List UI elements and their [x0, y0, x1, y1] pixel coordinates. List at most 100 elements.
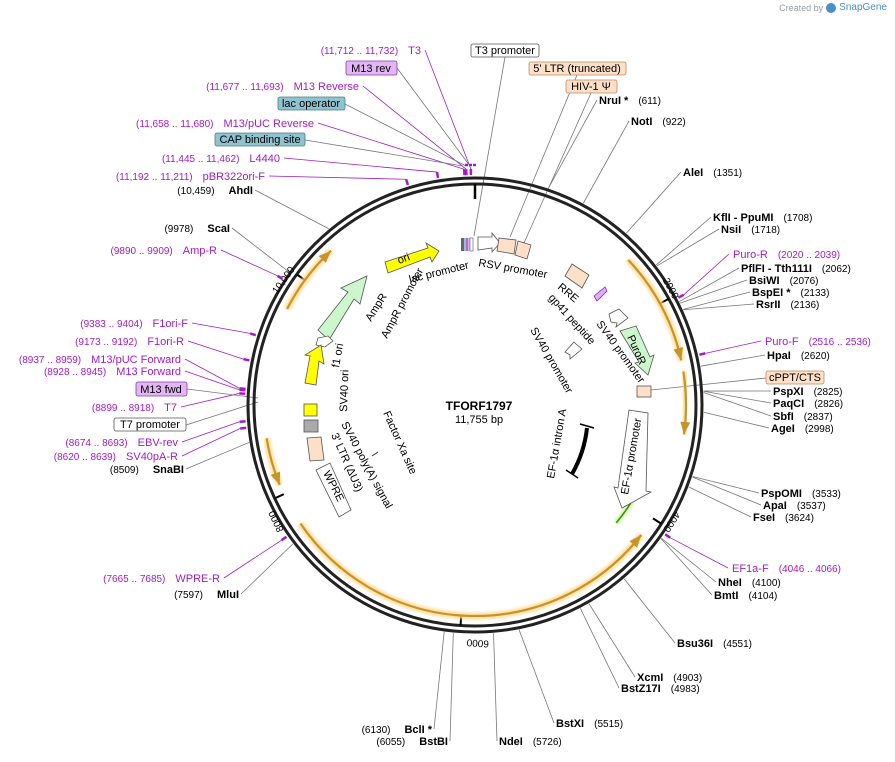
site-pspomi[interactable]: PspOMI(3533): [761, 488, 841, 500]
site-position: (1718): [751, 225, 780, 236]
gp41-feature[interactable]: [593, 286, 608, 302]
ampr-label: AmpR: [363, 291, 389, 323]
primer-name: Puro-F: [765, 336, 799, 348]
m13-fwd-label[interactable]: M13 fwd: [140, 384, 182, 396]
primer-leader-m13-puc-forward: [184, 358, 240, 389]
orf-arc-3[interactable]: [299, 522, 643, 618]
site-position: (3624): [785, 513, 814, 524]
primer-l4440[interactable]: (11,445 .. 11,462)L4440: [162, 153, 280, 165]
t3-promoter-label[interactable]: T3 promoter: [475, 45, 535, 57]
primer-name: T7: [164, 402, 177, 414]
primer-t7[interactable]: (8899 .. 8918)T7: [92, 402, 177, 414]
ltr5-feature[interactable]: [496, 237, 517, 255]
ampr-promoter-arrow[interactable]: [315, 335, 334, 348]
site-bstbi[interactable]: (6055)BstBI: [376, 736, 448, 748]
lac-promoter-feature[interactable]: [461, 237, 474, 252]
site-leader-sbfi: [703, 392, 772, 417]
site-leader-xcmi: [588, 603, 636, 678]
primer-puro-f[interactable]: Puro-F(2516 .. 2536): [765, 336, 871, 348]
site-bstz17i[interactable]: BstZ17I(4983): [621, 683, 700, 695]
primer-m13-puc-reverse[interactable]: (11,658 .. 11,680)M13/pUC Reverse: [136, 118, 314, 130]
primer-m13-puc-forward[interactable]: (8937 .. 8959)M13/pUC Forward: [19, 354, 181, 366]
site-snabi[interactable]: (8509)SnaBI: [110, 464, 184, 476]
site-bspei[interactable]: BspEI *(2133): [752, 287, 829, 299]
primer-amp-r[interactable]: (9890 .. 9909)Amp-R: [111, 245, 218, 257]
primer-name: EBV-rev: [138, 437, 179, 449]
primer-f1ori-r[interactable]: (9173 .. 9192)F1ori-R: [75, 336, 184, 348]
site-bstxi[interactable]: BstXI(5515): [556, 718, 623, 730]
f1-ori-feature[interactable]: f1 ori: [303, 342, 346, 386]
site-ahdi[interactable]: (10,459)AhdI: [177, 185, 253, 197]
site-xcmi[interactable]: XcmI(4903): [637, 672, 702, 684]
site-rsrii[interactable]: RsrII(2136): [756, 299, 819, 311]
site-sbfi[interactable]: SbfI(2837): [773, 411, 833, 423]
primer-name: SV40pA-R: [126, 451, 178, 463]
primer-leader-l4440: [283, 157, 438, 173]
sv40-ori-feature[interactable]: [303, 403, 318, 417]
site-noti[interactable]: NotI(922): [631, 116, 686, 128]
ef1a-intron-feature[interactable]: [570, 427, 589, 475]
site-nhei[interactable]: NheI(4100): [718, 577, 781, 589]
factor-xa-feature[interactable]: [371, 451, 379, 457]
sv40-polya-feature[interactable]: [303, 419, 319, 433]
site-bmti[interactable]: BmtI(4104): [714, 590, 777, 602]
rre-feature[interactable]: [564, 263, 590, 289]
primer-name: EF1a-F: [732, 563, 769, 575]
ltr3-feature[interactable]: [306, 436, 325, 462]
site-nsii[interactable]: NsiI(1718): [721, 224, 780, 236]
primer-leader-amp-r: [220, 249, 278, 277]
site-scai[interactable]: (9978)ScaI: [164, 223, 230, 235]
site-nrui[interactable]: NruI *(611): [599, 95, 661, 107]
primer-m13-forward[interactable]: (8928 .. 8945)M13 Forward: [44, 366, 181, 378]
primer-wpre-r[interactable]: (7665 .. 7685)WPRE-R: [103, 573, 220, 585]
primer-ef1a-f[interactable]: EF1a-F(4046 .. 4066): [732, 563, 841, 575]
site-paqci[interactable]: PaqCI(2826): [773, 398, 843, 410]
site-leader-rsrii: [683, 303, 755, 311]
site-agei[interactable]: AgeI(2998): [771, 423, 834, 435]
ltr5-label[interactable]: 5' LTR (truncated): [533, 63, 620, 75]
site-apai[interactable]: ApaI(3537): [763, 500, 826, 512]
primer-sv40pa-r[interactable]: (8620 .. 8639)SV40pA-R: [54, 451, 178, 463]
t7-promoter-label[interactable]: T7 promoter: [120, 419, 180, 431]
site-bsiwi[interactable]: BsiWI(2076): [749, 275, 818, 287]
site-position: (1708): [784, 213, 813, 224]
primer-name: L4440: [249, 153, 280, 165]
lac-operator-label[interactable]: lac operator: [282, 98, 340, 110]
sv40-promoter-feature-1[interactable]: [608, 308, 629, 328]
rsv-promoter-feature[interactable]: [477, 231, 501, 254]
cap-binding-label[interactable]: CAP binding site: [219, 134, 300, 146]
site-mlui[interactable]: (7597)MluI: [174, 589, 239, 601]
site-bsu36i[interactable]: Bsu36I(4551): [677, 638, 752, 650]
site-fsei[interactable]: FseI(3624): [753, 512, 814, 524]
site-leader-bstbi: [449, 632, 454, 742]
site-kfli-ppumi[interactable]: KflI - PpuMI(1708): [713, 212, 812, 224]
primer-leader-sv40pa-r: [181, 428, 241, 457]
site-ndei[interactable]: NdeI(5726): [499, 736, 562, 748]
site-bcli[interactable]: (6130)BclI *: [362, 724, 433, 736]
primer-m13-reverse[interactable]: (11,677 .. 11,693)M13 Reverse: [206, 81, 359, 93]
primer-t3[interactable]: (11,712 .. 11,732)T3: [321, 45, 421, 57]
cppt-label[interactable]: cPPT/CTS: [769, 372, 821, 384]
site-position: (3533): [812, 489, 841, 500]
wpre-feature[interactable]: [315, 462, 352, 518]
site-pflfi-tth111i[interactable]: PflFI - Tth111I(2062): [741, 263, 851, 275]
site-alei[interactable]: AleI(1351): [683, 167, 742, 179]
primer-ebv-rev[interactable]: (8674 .. 8693)EBV-rev: [65, 437, 178, 449]
m13-rev-label[interactable]: M13 rev: [351, 63, 391, 75]
site-name: RsrII: [756, 299, 780, 311]
rsv-promoter-label: RSV promoter: [477, 257, 548, 281]
primer-pbr322ori-f[interactable]: (11,192 .. 11,211)pBR322ori-F: [116, 171, 265, 183]
site-pspxi[interactable]: PspXI(2825): [773, 386, 842, 398]
site-position: (9978): [164, 224, 193, 235]
hiv-psi-feature[interactable]: [514, 240, 532, 260]
puror-feature[interactable]: [619, 325, 655, 376]
primer-f1ori-f[interactable]: (9383 .. 9404)F1ori-F: [80, 318, 188, 330]
ori-feature[interactable]: ori: [384, 242, 440, 274]
ef1a-promoter-feature[interactable]: [613, 409, 653, 509]
site-name: HpaI: [767, 350, 791, 362]
cppt-feature[interactable]: [636, 385, 652, 398]
sv40-promoter-feature-2[interactable]: [564, 341, 583, 360]
hiv-psi-label[interactable]: HIV-1 Ψ: [571, 81, 611, 93]
site-hpai[interactable]: HpaI(2620): [767, 350, 830, 362]
primer-puro-r[interactable]: Puro-R(2020 .. 2039): [733, 249, 840, 261]
